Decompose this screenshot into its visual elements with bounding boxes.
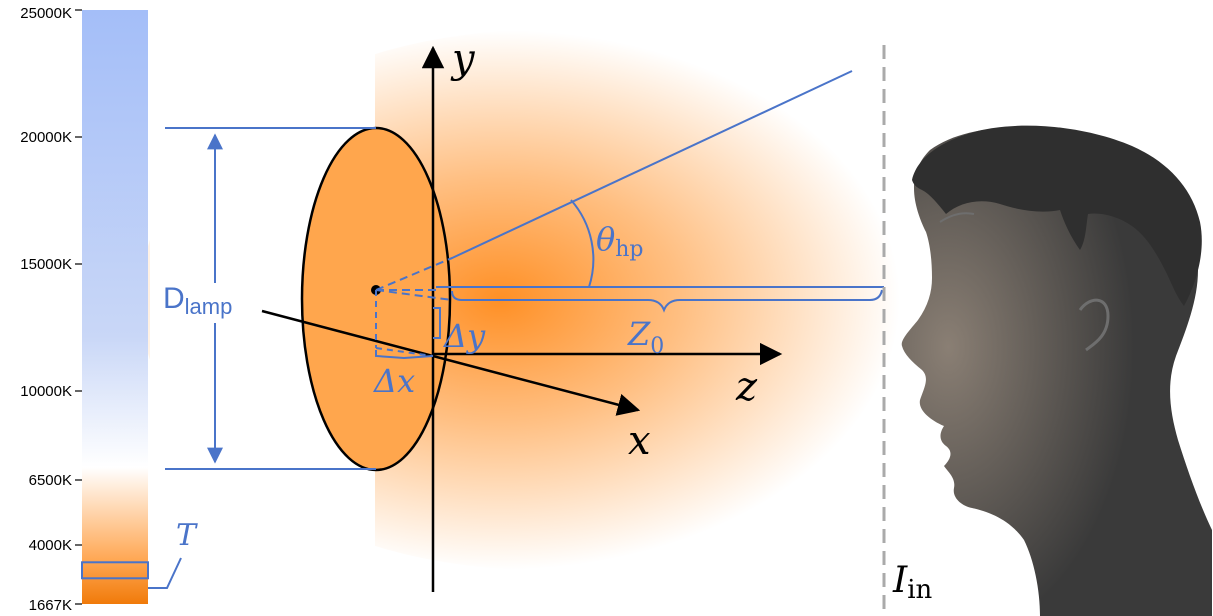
z0-brace bbox=[451, 289, 883, 313]
colorbar-tick-label: 6500K bbox=[29, 472, 72, 489]
y-axis-label: y bbox=[450, 36, 476, 82]
delta-x-label: Δx bbox=[372, 362, 415, 400]
z0-label: Z0 bbox=[627, 315, 664, 359]
z-axis-label: z bbox=[735, 364, 758, 410]
lamp-disc bbox=[300, 126, 452, 472]
colorbar-tick-label: 4000K bbox=[29, 537, 72, 554]
selected-temperature-box bbox=[81, 561, 149, 580]
lamp-diameter-dimension: Dlamp bbox=[163, 127, 376, 470]
beam-edge-line bbox=[449, 70, 853, 260]
x-axis-label: x bbox=[628, 418, 651, 464]
theta-label: θhp bbox=[596, 220, 644, 262]
selection-label-T: T bbox=[176, 518, 198, 553]
colorbar-tick-label: 25000K bbox=[20, 5, 72, 22]
coordinate-axes: y z x bbox=[261, 36, 783, 592]
colorbar-tick-label: 1667K bbox=[29, 597, 72, 614]
x-axis bbox=[261, 309, 641, 416]
lamp-diameter-label: Dlamp bbox=[163, 282, 232, 319]
colorbar-tick-label: 15000K bbox=[20, 256, 72, 273]
colorbar-ticks: 25000K 20000K 15000K 10000K 6500K 4000K 1667K bbox=[20, 5, 82, 614]
color-temperature-bar: 25000K20000K15000K10000K6500K4000K1667K … bbox=[20, 5, 198, 614]
incident-intensity-label: Iin bbox=[892, 560, 933, 605]
colorbar-tick-label: 20000K bbox=[20, 129, 72, 146]
human-head-profile-icon bbox=[901, 125, 1212, 616]
delta-y-label: Δy bbox=[442, 317, 486, 355]
offset-construction bbox=[375, 257, 453, 360]
beam-geometry bbox=[436, 70, 884, 313]
selection-leader-line bbox=[148, 557, 182, 589]
colorbar-tick-label: 10000K bbox=[20, 383, 72, 400]
theta-arc bbox=[570, 199, 595, 288]
